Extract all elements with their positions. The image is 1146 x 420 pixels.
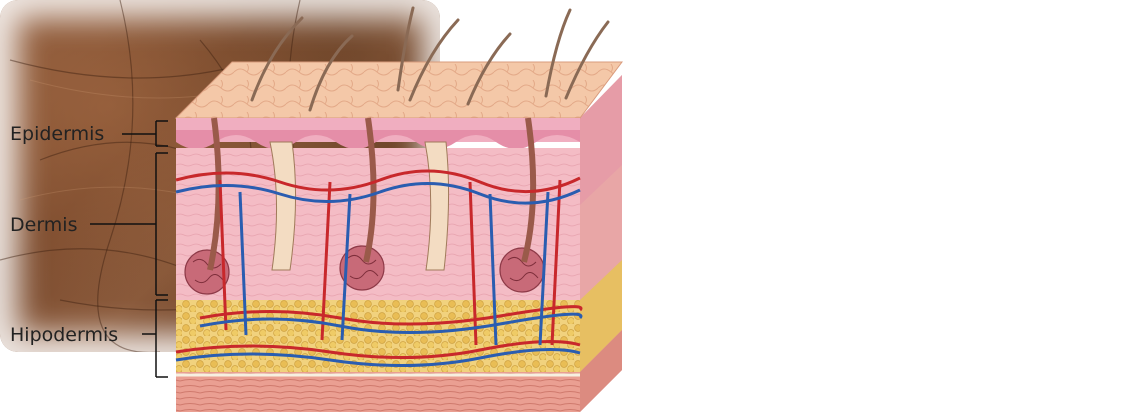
muscle-layer [176, 372, 580, 412]
dermis-label: Dermis [10, 216, 77, 235]
hypodermis-layer [176, 300, 580, 372]
hipodermis-label: Hipodermis [10, 326, 118, 345]
epidermis-label: Epidermis [10, 125, 104, 144]
skin-cross-section-illustration [0, 0, 640, 420]
